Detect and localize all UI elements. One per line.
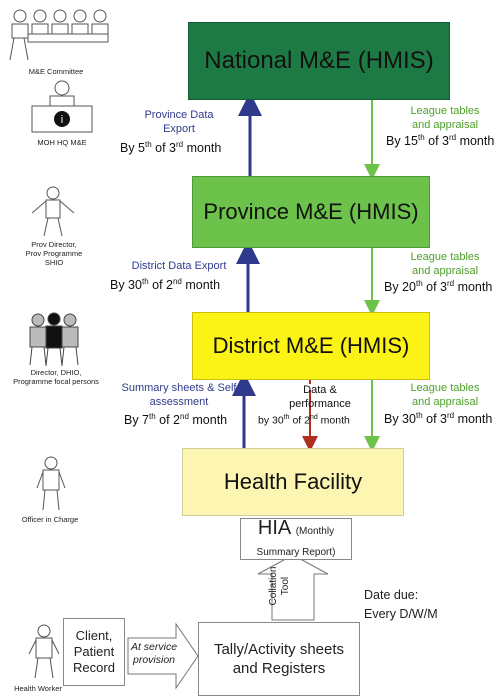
district-export-label: District Data Export <box>116 259 242 273</box>
moh-hq-label: MOH HQ M&E <box>37 138 87 147</box>
province-export-due: By 5th of 3rd month <box>120 140 222 156</box>
national-league-label: League tables and appraisal <box>392 104 498 133</box>
collation-line-2: Tool <box>280 576 291 596</box>
province-league-due: By 20th of 3rd month <box>384 279 493 295</box>
health-facility-label: Health Facility <box>223 469 363 494</box>
district-export-due: By 30th of 2nd month <box>110 277 221 293</box>
service-line-1: At service <box>130 641 178 653</box>
province-export-label: Province Data Export <box>120 108 238 137</box>
health-worker-icon <box>24 624 64 680</box>
district-export-line-1: District Data Export <box>131 260 227 272</box>
date-due-label: Date due: Every D/W/M <box>364 586 438 624</box>
province-league-line-2: and appraisal <box>411 265 479 278</box>
data-performance-due: by 30th of 2nd month <box>258 414 350 427</box>
district-league-due: By 30th of 3rd month <box>384 411 493 427</box>
summary-sheets-label: Summary sheets & Self assessment <box>112 381 246 410</box>
date-due-line-1: Date due: <box>364 588 419 602</box>
district-team-label: Director, DHIO, Programme focal persons <box>2 368 110 386</box>
hia-detail-1: (Monthly <box>295 526 335 537</box>
client-record-box: Client, Patient Record <box>63 618 125 686</box>
tally-line-1: Tally/Activity sheets <box>213 640 345 658</box>
district-league-line-2: and appraisal <box>411 396 479 409</box>
district-league-label: League tables and appraisal <box>392 381 498 410</box>
summary-sheets-line-2: assessment <box>149 396 209 409</box>
data-performance-line-2: performance <box>289 397 351 410</box>
province-me-label: Province M&E (HMIS) <box>203 199 419 224</box>
province-export-line-1: Province Data <box>144 109 214 121</box>
moh-hq-icon: i <box>30 78 94 134</box>
prov-director-label: Prov Director, Prov Programme SHIO <box>14 240 94 267</box>
province-league-label: League tables and appraisal <box>392 250 498 279</box>
prov-director-line-3: SHIO <box>44 258 64 267</box>
hia-detail-2: Summary Report) <box>256 547 336 558</box>
data-performance-line-1: Data & <box>303 384 337 396</box>
district-team-line-2: Programme focal persons <box>13 377 99 386</box>
prov-director-line-2: Prov Programme <box>25 249 83 258</box>
tally-line-2: and Registers <box>232 660 326 677</box>
hia-box: HIA (Monthly Summary Report) <box>240 518 352 560</box>
client-line-3: Record <box>73 660 115 676</box>
officer-icon <box>34 456 68 512</box>
committee-icon <box>6 6 110 64</box>
hia-title: HIA <box>257 517 291 539</box>
health-facility-box: Health Facility <box>182 448 404 516</box>
summary-sheets-due: By 7th of 2nd month <box>124 412 228 428</box>
province-export-line-2: Export <box>163 123 195 136</box>
service-provision-label: At service provision <box>130 641 178 667</box>
district-league-line-1: League tables <box>410 382 480 394</box>
national-me-box: National M&E (HMIS) <box>188 22 450 100</box>
district-team-line-1: Director, DHIO, <box>30 368 82 377</box>
me-committee-label: M&E Committee <box>28 67 84 76</box>
collation-arrow <box>257 554 329 621</box>
province-me-box: Province M&E (HMIS) <box>192 176 430 248</box>
collation-line-1: Collation <box>268 566 279 606</box>
national-league-line-1: League tables <box>410 105 480 117</box>
district-me-box: District M&E (HMIS) <box>192 312 430 380</box>
province-league-line-1: League tables <box>410 251 480 263</box>
national-me-label: National M&E (HMIS) <box>204 47 434 74</box>
district-team-icon <box>24 312 84 368</box>
officer-label: Officer in Charge <box>21 515 79 524</box>
health-worker-label: Health Worker <box>14 684 62 693</box>
summary-sheets-line-1: Summary sheets & Self <box>121 382 237 394</box>
service-line-2: provision <box>132 654 176 667</box>
date-due-line-2: Every D/W/M <box>364 606 438 621</box>
client-line-2: Patient <box>73 643 115 659</box>
data-performance-label: Data & performance <box>272 384 368 412</box>
prov-director-line-1: Prov Director, <box>31 240 77 249</box>
district-me-label: District M&E (HMIS) <box>212 333 410 358</box>
national-league-due: By 15th of 3rd month <box>386 133 495 149</box>
svg-text:i: i <box>61 114 63 126</box>
prov-director-icon <box>28 186 78 238</box>
service-provision-arrow <box>127 622 199 690</box>
collation-tool-label: Collation Tool <box>268 560 296 612</box>
tally-registers-box: Tally/Activity sheets and Registers <box>198 622 360 696</box>
national-league-line-2: and appraisal <box>411 119 479 132</box>
client-line-1: Client, <box>75 627 113 643</box>
